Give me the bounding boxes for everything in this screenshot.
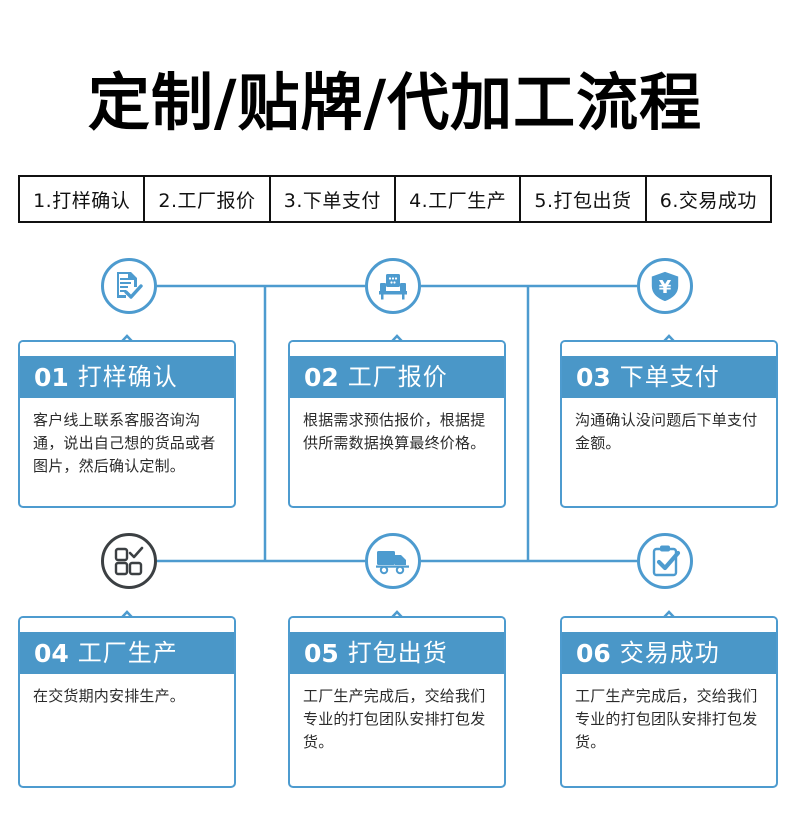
- card-header: 05 打包出货: [290, 632, 504, 674]
- delivery-truck-icon-glyph: [376, 551, 409, 575]
- step-item-4[interactable]: 4.工厂生产: [396, 177, 522, 221]
- step-bar: 1.打样确认 2.工厂报价 3.下单支付 4.工厂生产 5.打包出货 6.交易成…: [18, 175, 772, 223]
- factory-building-icon: [365, 258, 421, 314]
- card-number: 02: [304, 362, 339, 392]
- card-number: 04: [34, 638, 69, 668]
- process-card-02[interactable]: 02 工厂报价 根据需求预估报价，根据提供所需数据换算最终价格。: [288, 340, 506, 508]
- card-header: 06 交易成功: [562, 632, 776, 674]
- card-header: 03 下单支付: [562, 356, 776, 398]
- card-title: 打包出货: [347, 639, 448, 667]
- document-check-icon: [101, 258, 157, 314]
- shield-yuan-icon: ¥: [637, 258, 693, 314]
- card-notch: [20, 618, 234, 632]
- process-card-03[interactable]: 03 下单支付 沟通确认没问题后下单支付金额。: [560, 340, 778, 508]
- clipboard-check-icon: [637, 533, 693, 589]
- document-check-icon-glyph: [117, 272, 143, 299]
- step-item-5[interactable]: 5.打包出货: [521, 177, 647, 221]
- clipboard-check-icon-glyph: [652, 545, 681, 577]
- factory-building-icon-glyph: [379, 274, 407, 300]
- card-number: 05: [304, 638, 339, 668]
- shield-yuan-icon-glyph: ¥: [650, 270, 680, 303]
- card-description: 根据需求预估报价，根据提供所需数据换算最终价格。: [303, 411, 486, 452]
- card-notch: [20, 342, 234, 356]
- card-number: 01: [34, 362, 69, 392]
- card-description: 沟通确认没问题后下单支付金额。: [575, 411, 758, 452]
- card-header: 04 工厂生产: [20, 632, 234, 674]
- card-title: 交易成功: [619, 639, 720, 667]
- card-description: 工厂生产完成后，交给我们专业的打包团队安排打包发货。: [575, 687, 758, 751]
- card-description: 客户线上联系客服咨询沟通，说出自己想的货品或者图片，然后确认定制。: [33, 411, 216, 475]
- card-header: 02 工厂报价: [290, 356, 504, 398]
- card-number: 03: [576, 362, 611, 392]
- step-item-2[interactable]: 2.工厂报价: [145, 177, 271, 221]
- process-card-04[interactable]: 04 工厂生产 在交货期内安排生产。: [18, 616, 236, 788]
- page-title-container: 定制/贴牌/代加工流程: [0, 55, 790, 150]
- svg-text:¥: ¥: [659, 277, 672, 298]
- squares-check-icon-glyph: [114, 546, 144, 576]
- card-notch: [562, 342, 776, 356]
- card-title: 下单支付: [619, 363, 720, 391]
- delivery-truck-icon: [365, 533, 421, 589]
- card-notch: [562, 618, 776, 632]
- card-title: 打样确认: [77, 363, 178, 391]
- squares-check-icon: [101, 533, 157, 589]
- step-item-3[interactable]: 3.下单支付: [271, 177, 396, 221]
- card-description: 工厂生产完成后，交给我们专业的打包团队安排打包发货。: [303, 687, 486, 751]
- process-card-05[interactable]: 05 打包出货 工厂生产完成后，交给我们专业的打包团队安排打包发货。: [288, 616, 506, 788]
- process-card-01[interactable]: 01 打样确认 客户线上联系客服咨询沟通，说出自己想的货品或者图片，然后确认定制…: [18, 340, 236, 508]
- card-title: 工厂报价: [347, 363, 448, 391]
- process-card-06[interactable]: 06 交易成功 工厂生产完成后，交给我们专业的打包团队安排打包发货。: [560, 616, 778, 788]
- card-title: 工厂生产: [77, 639, 178, 667]
- step-item-6[interactable]: 6.交易成功: [659, 189, 757, 212]
- card-notch: [290, 342, 504, 356]
- card-number: 06: [576, 638, 611, 668]
- page-title: 定制/贴牌/代加工流程: [87, 65, 703, 139]
- card-header: 01 打样确认: [20, 356, 234, 398]
- step-item-1[interactable]: 1.打样确认: [20, 177, 146, 221]
- card-description: 在交货期内安排生产。: [33, 687, 186, 705]
- card-notch: [290, 618, 504, 632]
